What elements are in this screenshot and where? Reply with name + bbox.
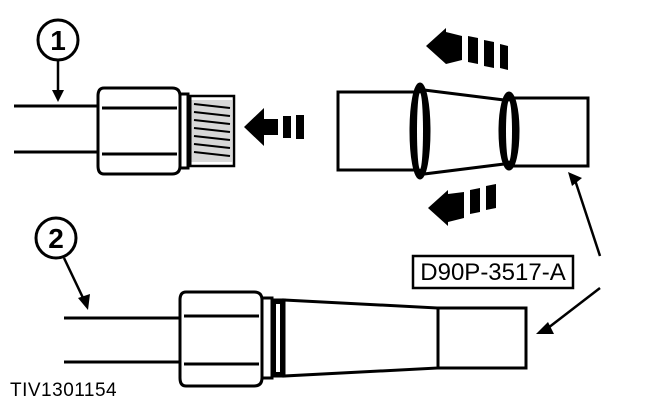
insert-arrow-bottom <box>428 184 496 226</box>
insert-arrow-center <box>244 108 304 146</box>
spring-lock-tool-lower <box>260 296 528 380</box>
callout-2-label: 2 <box>48 223 64 254</box>
upper-hex-nut <box>96 86 182 176</box>
insert-arrow-top <box>426 28 508 70</box>
upper-tube <box>14 104 104 154</box>
lower-hex-nut <box>178 290 264 388</box>
spring-lock-tool-upper <box>336 82 590 180</box>
lower-tube <box>64 316 186 364</box>
callout-1: 1 <box>36 18 80 102</box>
part-number-callout: D90P-3517-A <box>411 172 602 334</box>
callout-1-label: 1 <box>50 25 66 56</box>
threaded-fitting <box>186 94 236 168</box>
figure-id: TIV1301154 <box>10 380 118 401</box>
callout-2: 2 <box>34 216 90 310</box>
part-number-label: D90P-3517-A <box>420 259 565 286</box>
